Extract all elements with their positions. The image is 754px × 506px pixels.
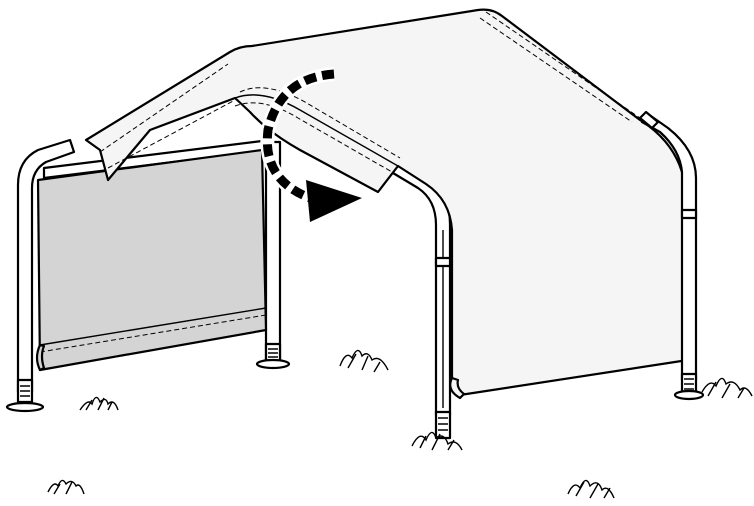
cover-ridge-stitch-2 — [234, 102, 393, 173]
curved-arrow-head — [306, 180, 362, 222]
cover-bottom-curl — [449, 376, 466, 400]
cover-left-edge-stitch — [99, 63, 229, 153]
foot-plate-left-front — [5, 378, 45, 413]
side-wall-hem — [39, 307, 267, 346]
grass-tuft — [701, 377, 753, 399]
grass-tuft — [567, 479, 615, 499]
foot-plate-front-right — [434, 410, 452, 440]
grass-tuft — [79, 396, 119, 411]
cover-left-hem — [107, 99, 236, 169]
back-right-leg-joint — [680, 208, 698, 220]
grass-tuft — [47, 479, 85, 495]
cover-ridge-stitch-1 — [239, 87, 401, 159]
grass-tuft — [411, 431, 463, 451]
foot-plate-back-right — [673, 372, 705, 401]
curved-arrow-icon — [260, 67, 362, 222]
front-right-leg — [386, 160, 452, 417]
side-wall-panel — [36, 148, 268, 372]
cover-top-stitch-2 — [485, 11, 641, 119]
foot-plate-left-rear — [255, 342, 291, 370]
back-right-connector — [638, 110, 660, 130]
grass-tuft — [339, 349, 389, 373]
cover-ridge-line — [234, 94, 399, 167]
left-front-leg — [16, 138, 76, 394]
left-end-frame — [16, 138, 282, 394]
curved-arrow-dashes — [262, 69, 335, 203]
front-leg-connector — [434, 256, 452, 268]
cover-top-stitch — [479, 17, 633, 123]
side-wall-bottom-curl — [35, 343, 46, 372]
front-arch-frame — [386, 160, 452, 417]
side-wall-hem-stitch — [39, 314, 267, 353]
